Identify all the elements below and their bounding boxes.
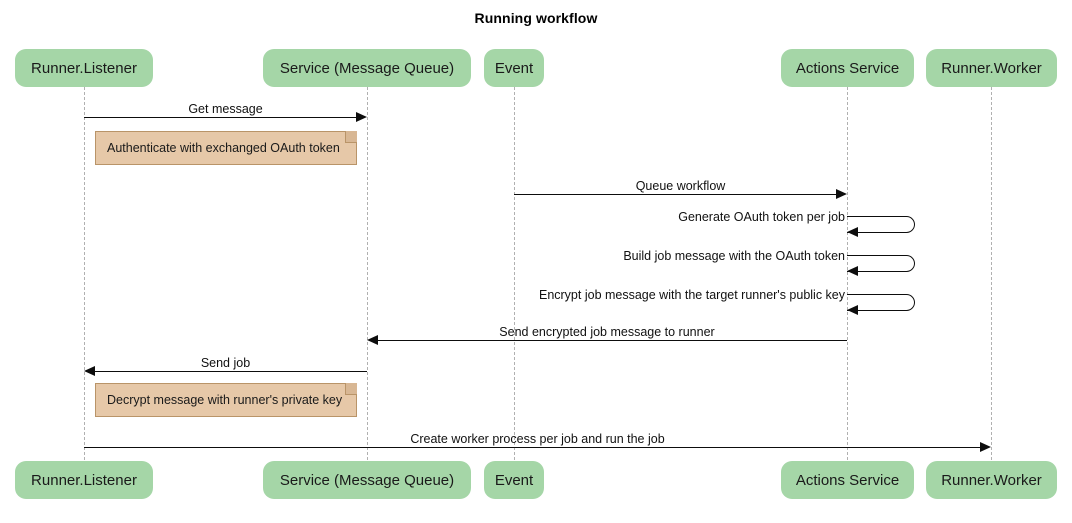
self-loop-encrypt-job-message <box>847 294 915 311</box>
actor-actions-service-bottom[interactable]: Actions Service <box>781 461 914 499</box>
actor-service-message-queue-top[interactable]: Service (Message Queue) <box>263 49 471 87</box>
message-label-create-worker-process: Create worker process per job and run th… <box>410 432 665 446</box>
arrow-head-get-message <box>356 112 367 122</box>
actor-label: Actions Service <box>795 471 900 489</box>
arrow-head-generate-oauth-token <box>847 227 858 237</box>
self-loop-generate-oauth-token <box>847 216 915 233</box>
page-title: Running workflow <box>474 10 598 26</box>
actor-runner-listener-bottom[interactable]: Runner.Listener <box>15 461 153 499</box>
self-loop-build-job-message <box>847 255 915 272</box>
arrow-head-create-worker-process <box>980 442 991 452</box>
actor-event-top[interactable]: Event <box>484 49 544 87</box>
lifeline-event <box>514 87 515 460</box>
actor-label: Service (Message Queue) <box>279 59 455 77</box>
actor-label: Runner.Worker <box>941 59 1042 77</box>
message-line-get-message <box>84 117 356 118</box>
arrow-head-send-encrypted-job-message <box>367 335 378 345</box>
arrow-head-queue-workflow <box>836 189 847 199</box>
message-line-send-encrypted-job-message <box>378 340 847 341</box>
note-fold-icon <box>345 383 357 395</box>
actor-label: Actions Service <box>795 59 900 77</box>
arrow-head-encrypt-job-message <box>847 305 858 315</box>
note-decrypt: Decrypt message with runner's private ke… <box>95 383 357 417</box>
message-line-send-job <box>95 371 367 372</box>
lifeline-runner-worker <box>991 87 992 460</box>
note-authenticate: Authenticate with exchanged OAuth token <box>95 131 357 165</box>
message-label-build-job-message: Build job message with the OAuth token <box>623 249 845 263</box>
message-label-generate-oauth-token: Generate OAuth token per job <box>678 210 845 224</box>
actor-label: Event <box>494 59 534 77</box>
actor-label: Runner.Listener <box>31 59 137 77</box>
message-label-encrypt-job-message: Encrypt job message with the target runn… <box>538 288 845 302</box>
actor-label: Service (Message Queue) <box>279 471 455 489</box>
actor-label: Runner.Worker <box>941 471 1042 489</box>
message-line-queue-workflow <box>514 194 836 195</box>
actor-event-bottom[interactable]: Event <box>484 461 544 499</box>
note-fold-icon <box>345 131 357 143</box>
message-label-send-job: Send job <box>200 356 251 370</box>
message-label-send-encrypted-job-message: Send encrypted job message to runner <box>499 325 715 339</box>
lifeline-service-message-queue <box>367 87 368 460</box>
actor-label: Event <box>494 471 534 489</box>
arrow-head-build-job-message <box>847 266 858 276</box>
actor-label: Runner.Listener <box>31 471 137 489</box>
actor-runner-listener-top[interactable]: Runner.Listener <box>15 49 153 87</box>
note-label: Authenticate with exchanged OAuth token <box>107 141 340 155</box>
arrow-head-send-job <box>84 366 95 376</box>
actor-runner-worker-bottom[interactable]: Runner.Worker <box>926 461 1057 499</box>
actor-actions-service-top[interactable]: Actions Service <box>781 49 914 87</box>
message-label-get-message: Get message <box>188 102 263 116</box>
actor-service-message-queue-bottom[interactable]: Service (Message Queue) <box>263 461 471 499</box>
message-label-queue-workflow: Queue workflow <box>635 179 726 193</box>
message-line-create-worker-process <box>84 447 980 448</box>
note-label: Decrypt message with runner's private ke… <box>107 393 343 407</box>
actor-runner-worker-top[interactable]: Runner.Worker <box>926 49 1057 87</box>
lifeline-runner-listener <box>84 87 85 460</box>
